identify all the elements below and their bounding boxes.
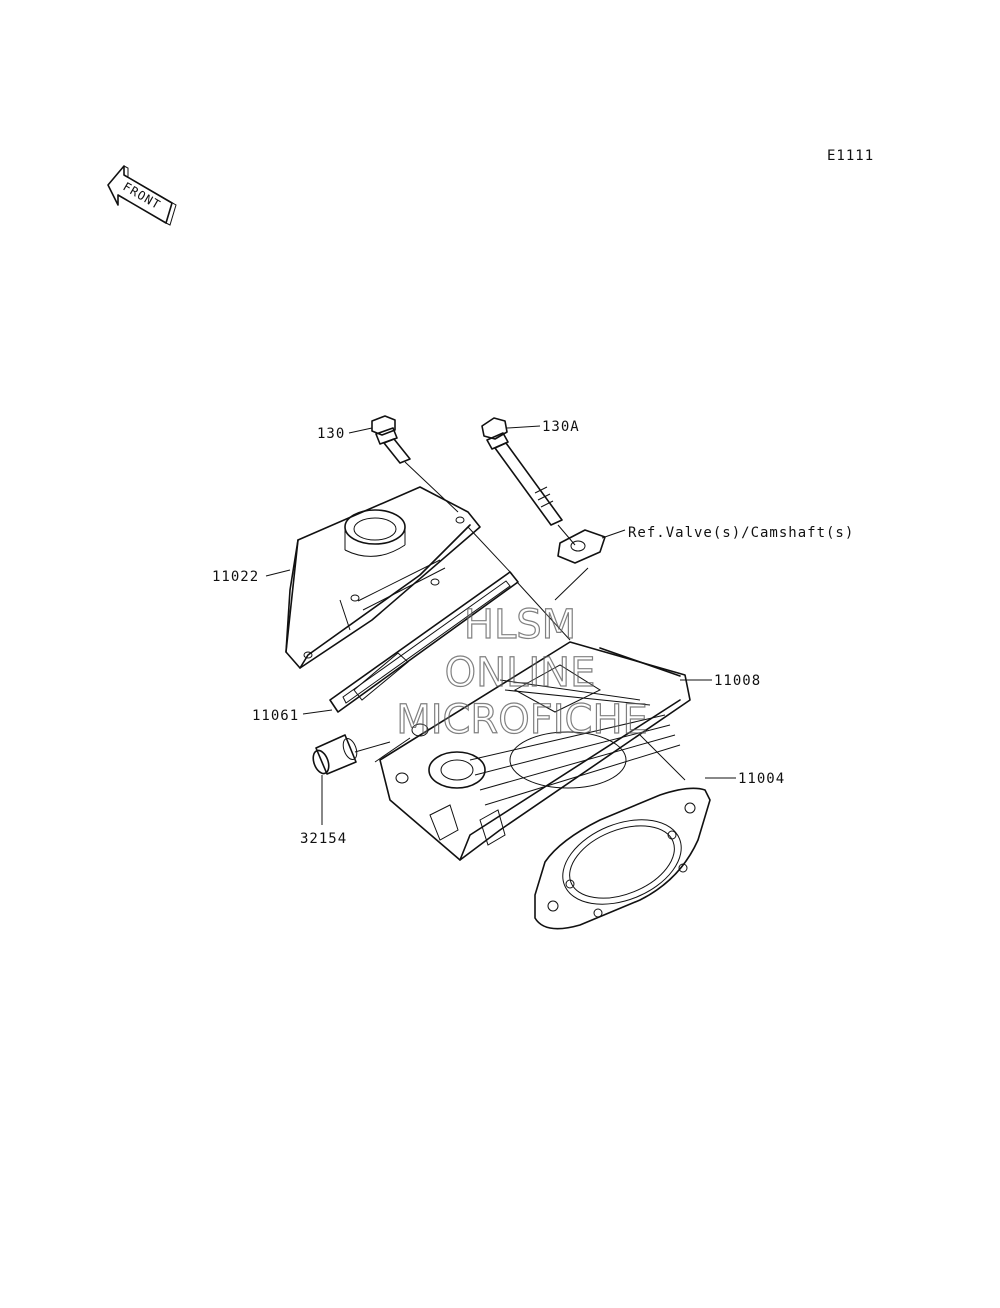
label-ref-valve: Ref.Valve(s)/Camshaft(s) [628, 525, 854, 541]
watermark-line-1: HLSM [464, 602, 576, 648]
cylinder-head-cover-icon [285, 486, 481, 669]
label-130a: 130A [542, 419, 580, 435]
watermark-line-2: ONLINE [445, 650, 596, 696]
front-arrow-icon: FRONT [107, 165, 177, 226]
label-32154: 32154 [300, 831, 347, 847]
dowel-pin-icon [312, 734, 358, 775]
front-arrow-label: FRONT [121, 179, 164, 212]
cylinder-head-icon [379, 641, 691, 861]
label-11004: 11004 [738, 771, 785, 787]
label-130: 130 [317, 426, 345, 442]
head-gasket-icon [534, 787, 711, 930]
bolt-130-icon [371, 415, 411, 464]
watermark: HLSM ONLINE MICROFICHE [396, 601, 649, 743]
cover-gasket-icon [329, 571, 519, 713]
label-11008: 11008 [714, 673, 761, 689]
diagram-code: E1111 [827, 148, 874, 164]
label-11061: 11061 [252, 708, 299, 724]
bolt-130a-icon [481, 417, 563, 526]
watermark-line-3: MICROFICHE [396, 697, 648, 743]
label-11022: 11022 [212, 569, 259, 585]
valve-bracket-icon [557, 529, 606, 564]
